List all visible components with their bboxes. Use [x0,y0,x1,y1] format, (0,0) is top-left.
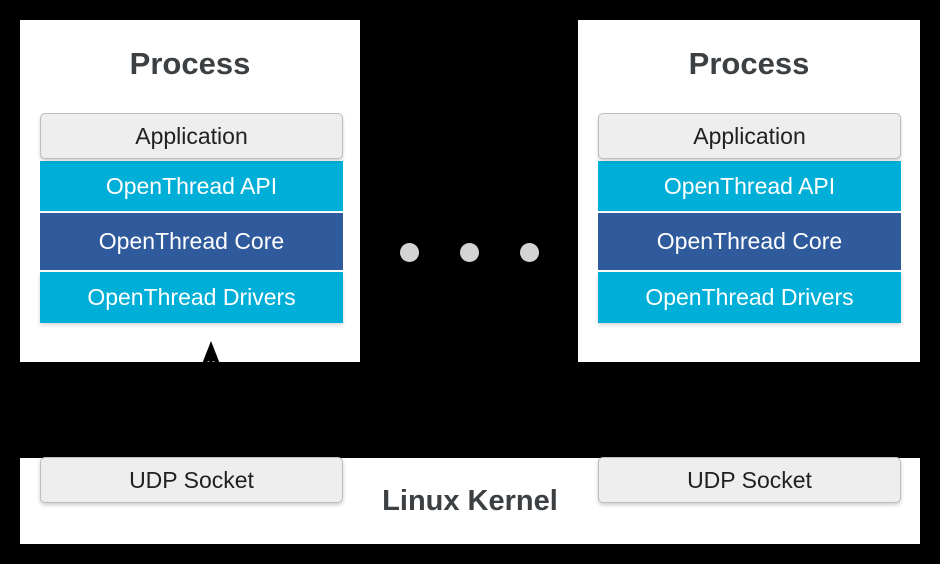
layer-openthread-core-left: OpenThread Core [40,213,343,270]
ellipsis-dot-3 [520,243,539,262]
layer-application-right: Application [598,113,901,159]
layer-openthread-api-left: OpenThread API [40,161,343,211]
process-panel-right: Process Application OpenThread API OpenT… [578,20,920,362]
ellipsis-dot-2 [460,243,479,262]
layer-application-left: Application [40,113,343,159]
openthread-stack-left: Application OpenThread API OpenThread Co… [40,113,343,323]
process-title-left: Process [129,46,251,81]
layer-openthread-api-right: OpenThread API [598,161,901,211]
openthread-stack-right: Application OpenThread API OpenThread Co… [598,113,901,323]
udp-socket-right: UDP Socket [598,457,901,503]
process-title-right: Process [688,46,810,81]
up-arrow-icon-left [202,341,220,382]
layer-openthread-core-right: OpenThread Core [598,213,901,270]
process-panel-left: Process Application OpenThread API OpenT… [20,20,360,382]
layer-openthread-drivers-right: OpenThread Drivers [598,272,901,323]
udp-socket-left: UDP Socket [40,457,343,503]
ellipsis-more-processes [400,243,540,263]
layer-openthread-drivers-left: OpenThread Drivers [40,272,343,323]
ellipsis-dot-1 [400,243,419,262]
kernel-title: Linux Kernel [382,485,558,517]
